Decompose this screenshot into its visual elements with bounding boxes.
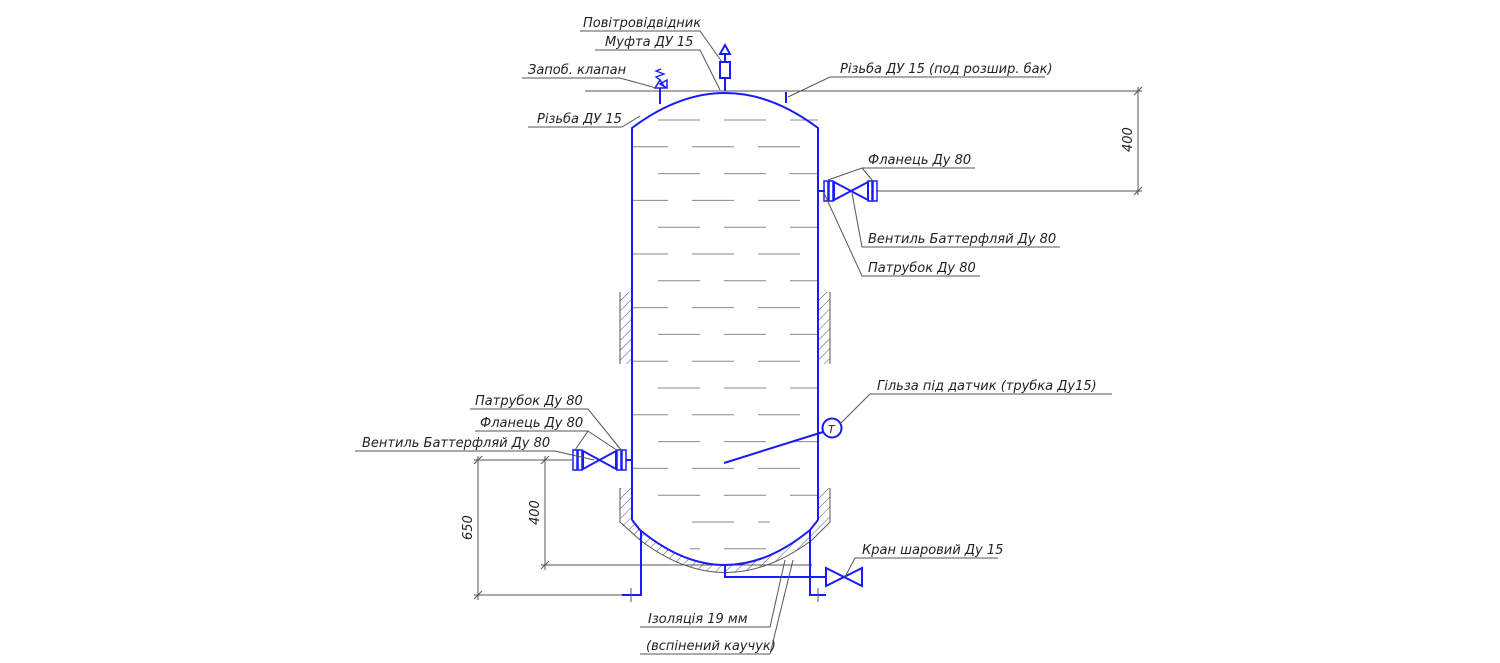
tank-vessel <box>631 92 819 566</box>
label-coupling: Муфта ДУ 15 <box>605 35 693 50</box>
label-insulation: Ізоляція 19 мм <box>648 612 748 627</box>
leader-lines <box>355 30 1112 655</box>
label-ball-valve: Кран шаровий Ду 15 <box>862 543 1003 558</box>
support-legs <box>622 530 826 602</box>
sensor-symbol: T <box>828 423 836 436</box>
liquid-level-lines <box>632 119 818 550</box>
insulation <box>619 292 831 573</box>
lower-butterfly-valve-icon <box>572 449 632 471</box>
safety-valve-icon <box>653 68 668 104</box>
ball-valve-icon <box>724 565 863 588</box>
label-flange-right: Фланець Ду 80 <box>868 153 971 168</box>
label-butterfly-right: Вентиль Баттерфляй Ду 80 <box>868 232 1056 247</box>
upper-butterfly-valve-icon <box>818 180 878 202</box>
dimension-650: 650 <box>461 515 476 540</box>
label-insulation-material: (вспінений каучук) <box>646 639 776 654</box>
label-safety-valve: Запоб. клапан <box>528 63 627 78</box>
label-thread-expansion: Різьба ДУ 15 (под розшир. бак) <box>840 62 1053 77</box>
label-nozzle-left: Патрубок Ду 80 <box>475 394 583 409</box>
dimension-400-right: 400 <box>1121 127 1136 152</box>
label-flange-left: Фланець Ду 80 <box>480 416 583 431</box>
label-butterfly-left: Вентиль Баттерфляй Ду 80 <box>362 436 550 451</box>
label-sensor-sleeve: Гільза під датчик (трубка Ду15) <box>877 379 1097 394</box>
air-vent-icon <box>718 42 732 91</box>
label-air-vent: Повітровідвідник <box>583 16 701 31</box>
label-nozzle-right: Патрубок Ду 80 <box>868 261 976 276</box>
label-thread-top-left: Різьба ДУ 15 <box>537 112 622 127</box>
dimension-400-left: 400 <box>528 500 543 525</box>
temperature-sensor-icon: T <box>723 417 843 464</box>
dimension-lines <box>473 86 1143 600</box>
